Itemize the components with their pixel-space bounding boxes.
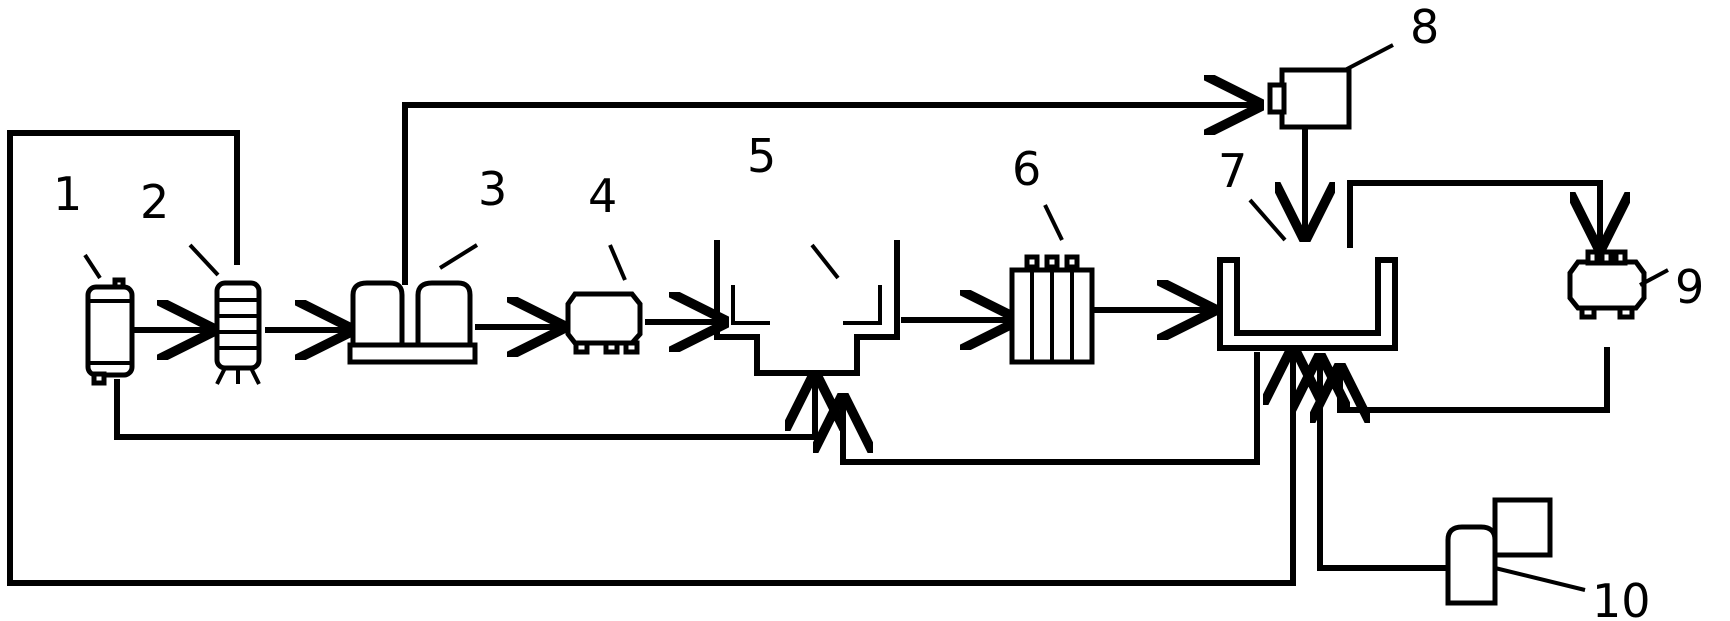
pipe-10-to-7 (1320, 365, 1451, 571)
recycle-pipe-outer (7, 130, 1293, 586)
label-unit-6: 6 (1012, 142, 1041, 196)
label-unit-7: 7 (1218, 144, 1247, 198)
label-unit-8: 8 (1410, 0, 1439, 54)
leader-5 (810, 243, 840, 280)
unit-1-tank (85, 277, 135, 386)
unit-5-basin (714, 240, 900, 376)
unit-7-u-tank (1217, 257, 1398, 351)
unit-2-column (214, 280, 262, 385)
leader-4 (608, 244, 627, 281)
pipe-9-to-7 (1340, 347, 1610, 410)
unit-9-drum (1567, 249, 1647, 320)
leader-8 (1344, 43, 1394, 72)
leader-6 (1043, 204, 1064, 241)
pipe-3-to-8 (402, 105, 1252, 285)
leader-1 (83, 253, 102, 280)
leader-7 (1248, 198, 1287, 242)
label-unit-4: 4 (588, 169, 617, 223)
label-unit-3: 3 (478, 162, 507, 216)
label-unit-5: 5 (747, 129, 776, 183)
pipe-7-to-5 (843, 352, 1260, 465)
leader-3 (438, 243, 479, 270)
label-unit-10: 10 (1592, 574, 1651, 621)
leader-2 (188, 243, 220, 277)
unit-3-twin-tanks (347, 280, 478, 365)
unit-6-module-rack (1009, 254, 1095, 365)
unit-4-horizontal-vessel (565, 291, 643, 355)
label-unit-9: 9 (1675, 260, 1704, 314)
label-unit-1: 1 (53, 167, 82, 221)
pipe-1-to-5 (114, 382, 815, 440)
leader-10 (1494, 566, 1586, 592)
unit-10-dosing-unit (1445, 497, 1553, 606)
label-unit-2: 2 (140, 175, 169, 229)
pipe-7-to-9 (1347, 180, 1600, 245)
leader-9 (1639, 268, 1669, 287)
unit-8-device (1267, 67, 1352, 130)
